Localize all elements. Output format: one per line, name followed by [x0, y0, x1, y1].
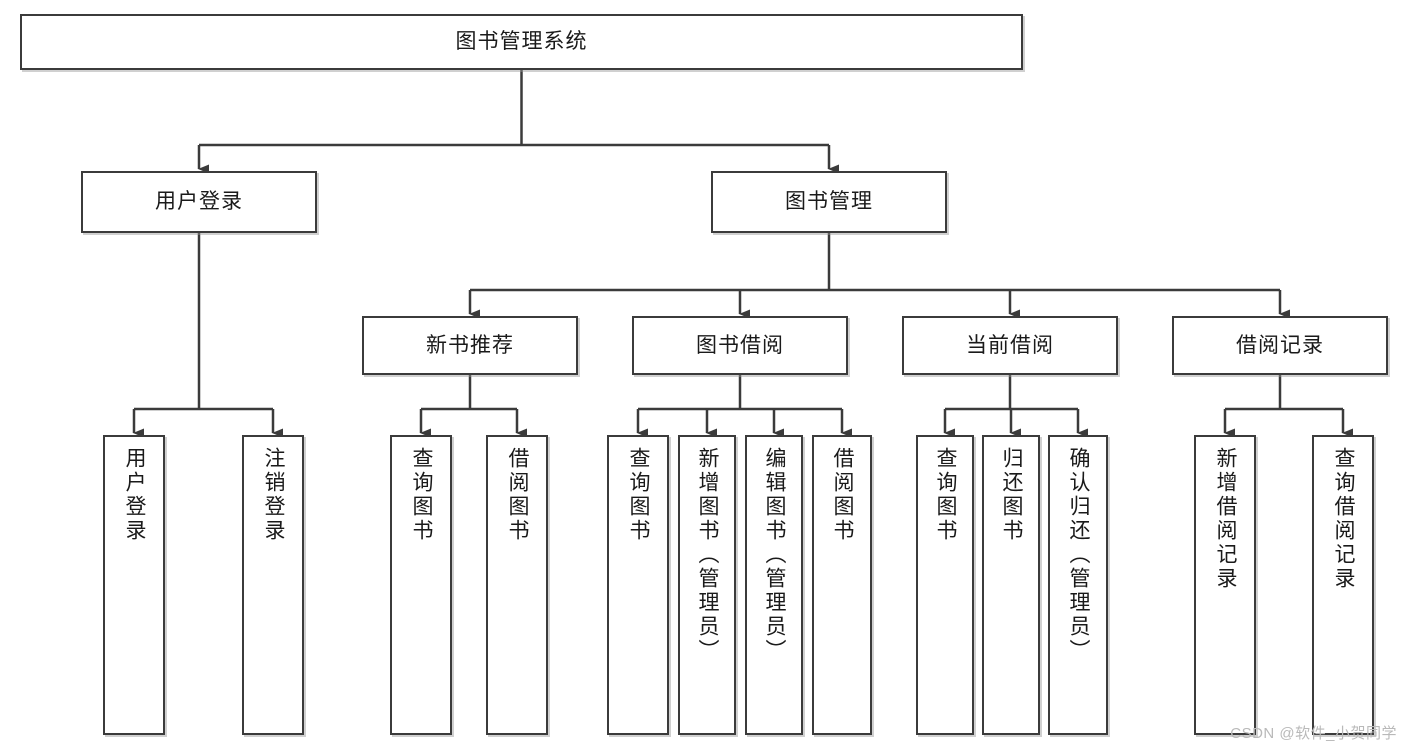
node-book-borrow[interactable]: 图书借阅	[632, 316, 848, 375]
node-label: 用户登录	[155, 190, 243, 214]
node-leaf-query-book-2[interactable]: 查询图书	[607, 435, 669, 735]
node-leaf-edit-book[interactable]: 编辑图书（管理员）	[745, 435, 803, 735]
node-leaf-confirm-return[interactable]: 确认归还（管理员）	[1048, 435, 1108, 735]
node-leaf-add-record[interactable]: 新增借阅记录	[1194, 435, 1256, 735]
node-book-manage[interactable]: 图书管理	[711, 171, 947, 233]
node-label: 确认归还（管理员）	[1066, 447, 1090, 663]
node-label: 查询图书	[409, 447, 433, 543]
node-leaf-query-book-3[interactable]: 查询图书	[916, 435, 974, 735]
node-label: 当前借阅	[966, 333, 1054, 357]
node-new-book-recommend[interactable]: 新书推荐	[362, 316, 578, 375]
node-current-borrow[interactable]: 当前借阅	[902, 316, 1118, 375]
node-label: 归还图书	[999, 447, 1023, 543]
node-label: 借阅图书	[505, 447, 529, 543]
node-leaf-borrow-book-1[interactable]: 借阅图书	[486, 435, 548, 735]
node-label: 用户登录	[122, 447, 146, 543]
node-label: 查询借阅记录	[1331, 447, 1355, 591]
node-label: 借阅图书	[830, 447, 854, 543]
node-label: 新书推荐	[426, 333, 514, 357]
node-leaf-return-book[interactable]: 归还图书	[982, 435, 1040, 735]
watermark: CSDN @软件_小贺同学	[1230, 725, 1397, 742]
node-label: 注销登录	[261, 447, 285, 543]
node-leaf-query-record[interactable]: 查询借阅记录	[1312, 435, 1374, 735]
node-label: 新增借阅记录	[1213, 447, 1237, 591]
node-borrow-record[interactable]: 借阅记录	[1172, 316, 1388, 375]
node-leaf-logout[interactable]: 注销登录	[242, 435, 304, 735]
node-leaf-query-book-1[interactable]: 查询图书	[390, 435, 452, 735]
node-label: 新增图书（管理员）	[695, 447, 719, 663]
node-leaf-borrow-book-2[interactable]: 借阅图书	[812, 435, 872, 735]
node-label: 图书借阅	[696, 333, 784, 357]
node-leaf-user-login[interactable]: 用户登录	[103, 435, 165, 735]
node-label: 查询图书	[626, 447, 650, 543]
node-label: 借阅记录	[1236, 333, 1324, 357]
node-label: 图书管理系统	[455, 30, 588, 54]
node-user-login[interactable]: 用户登录	[81, 171, 317, 233]
node-leaf-add-book[interactable]: 新增图书（管理员）	[678, 435, 736, 735]
node-label: 图书管理	[785, 190, 873, 214]
node-label: 查询图书	[933, 447, 957, 543]
node-label: 编辑图书（管理员）	[762, 447, 786, 663]
node-root[interactable]: 图书管理系统	[20, 14, 1023, 70]
